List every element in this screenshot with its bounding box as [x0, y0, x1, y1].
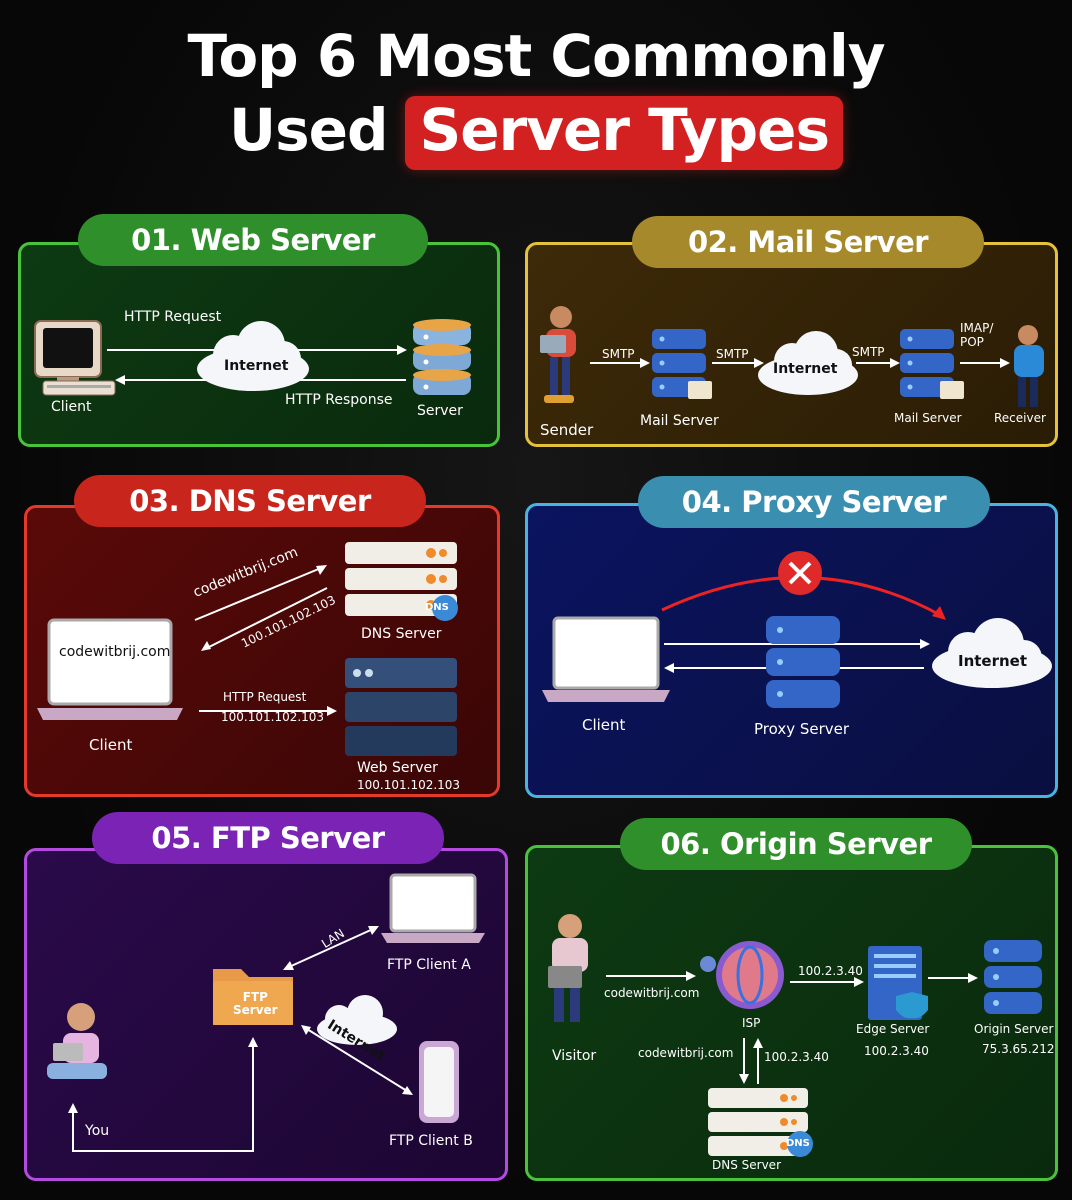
- proxy-server-icon: [766, 616, 840, 708]
- smtp-label-3: SMTP: [852, 345, 885, 359]
- page-title: Top 6 Most Commonly: [187, 22, 885, 90]
- internet-label: Internet: [224, 358, 289, 374]
- internet-label: Internet: [773, 361, 838, 377]
- phone-icon: [419, 1041, 459, 1123]
- origin-server-icon: [984, 940, 1042, 1014]
- folder-icon: [213, 969, 293, 1025]
- dns-server-diagram: [37, 542, 458, 756]
- http-ip-label: 100.101.102.103: [221, 710, 325, 724]
- sender-person-icon: [540, 306, 576, 403]
- dns-ip-label: 100.2.3.40: [764, 1050, 829, 1064]
- dns-server-title: 03. DNS Server: [74, 475, 426, 527]
- origin-server-diagram: [548, 914, 1042, 1157]
- edge-server-label: Edge Server: [856, 1022, 930, 1036]
- internet-cloud-icon: [317, 995, 397, 1045]
- mail-server-title: 02. Mail Server: [632, 216, 984, 268]
- mail-server-2-icon: [900, 329, 964, 399]
- proxy-server-diagram: [542, 551, 1052, 708]
- dns-server-icon: [708, 1088, 813, 1157]
- dns-query-label: codewitbrij.com: [638, 1046, 734, 1060]
- mail-server-panel: Sender SMTP Mail Server SMTP Internet SM…: [525, 242, 1058, 447]
- dns-badge: DNS: [425, 602, 449, 613]
- imap-pop-label: IMAP/ POP: [960, 321, 994, 349]
- dns-badge: DNS: [786, 1138, 810, 1149]
- laptop-icon: [542, 616, 670, 702]
- title-plain: Used: [228, 96, 388, 164]
- mail-server-diagram: [540, 306, 1044, 407]
- internet-cloud-icon: [197, 321, 309, 391]
- mail-server-2-label: Mail Server: [894, 411, 962, 425]
- proxy-server-label: Proxy Server: [754, 720, 850, 738]
- isp-label: ISP: [742, 1016, 761, 1030]
- blocked-x-icon: [778, 551, 822, 595]
- client-label: Client: [51, 399, 92, 415]
- edge-server-icon: [868, 946, 928, 1020]
- visitor-person-icon: [548, 914, 588, 1022]
- client-label: Client: [89, 736, 133, 754]
- folder-label: FTP Server: [233, 990, 278, 1017]
- web-server-title: 01. Web Server: [78, 214, 428, 266]
- isp-ip-label: 100.2.3.40: [798, 964, 863, 978]
- smtp-label-2: SMTP: [716, 347, 749, 361]
- web-server-icon: [345, 658, 457, 756]
- origin-server-title: 06. Origin Server: [620, 818, 972, 870]
- web-ip-label: 100.101.102.103: [357, 778, 461, 792]
- internet-cloud-icon: [758, 331, 858, 395]
- server-label: Server: [417, 403, 463, 419]
- server-stack-icon: [413, 319, 471, 395]
- sender-label: Sender: [540, 421, 594, 439]
- mail-server-icon: [652, 329, 712, 399]
- ftp-server-diagram: [47, 873, 485, 1152]
- laptop-screen-text: codewitbrij.com: [59, 644, 171, 660]
- you-label: You: [85, 1123, 110, 1139]
- dns-server-panel: codewitbrij.com codewitbrij.com 100.101.…: [24, 505, 500, 797]
- computer-icon: [34, 320, 116, 396]
- origin-server-label: Origin Server: [974, 1022, 1054, 1036]
- laptop-icon: [381, 873, 485, 943]
- proxy-server-title: 04. Proxy Server: [638, 476, 990, 528]
- dns-server-icon: [345, 542, 458, 621]
- http-request-label: HTTP Request: [124, 309, 222, 325]
- person-you-icon: [47, 1003, 107, 1079]
- mail-server-label: Mail Server: [640, 413, 719, 429]
- ftp-client-b-label: FTP Client B: [389, 1133, 473, 1149]
- internet-cloud-icon: [932, 618, 1052, 688]
- edge-ip-label: 100.2.3.40: [864, 1044, 929, 1058]
- origin-ip-label: 75.3.65.212: [982, 1042, 1055, 1056]
- ftp-server-title: 05. FTP Server: [92, 812, 444, 864]
- dns-server-label: DNS Server: [712, 1158, 781, 1172]
- client-label: Client: [582, 716, 626, 734]
- ftp-client-a-label: FTP Client A: [387, 957, 471, 973]
- receiver-label: Receiver: [994, 411, 1046, 425]
- receiver-person-icon: [1014, 325, 1044, 407]
- title-highlight: Server Types: [405, 96, 843, 170]
- web-server-diagram: [34, 319, 471, 396]
- web-server-label: Web Server: [357, 760, 438, 776]
- http-response-label: HTTP Response: [285, 392, 393, 408]
- web-server-panel: HTTP Request Internet HTTP Response Clie…: [18, 242, 500, 447]
- dns-server-label: DNS Server: [361, 626, 442, 642]
- globe-icon: [700, 941, 784, 1009]
- origin-server-panel: Visitor codewitbrij.com ISP 100.2.3.40 E…: [525, 845, 1058, 1181]
- ftp-server-panel: LAN FTP Client A FTP Server Internet FTP…: [24, 848, 508, 1181]
- visitor-label: Visitor: [552, 1048, 597, 1064]
- query-label: codewitbrij.com: [604, 986, 700, 1000]
- laptop-icon: [37, 618, 183, 720]
- proxy-server-panel: Client Proxy Server Internet: [525, 503, 1058, 798]
- internet-label: Internet: [958, 652, 1028, 670]
- http-request-label: HTTP Request: [223, 690, 307, 704]
- smtp-label-1: SMTP: [602, 347, 635, 361]
